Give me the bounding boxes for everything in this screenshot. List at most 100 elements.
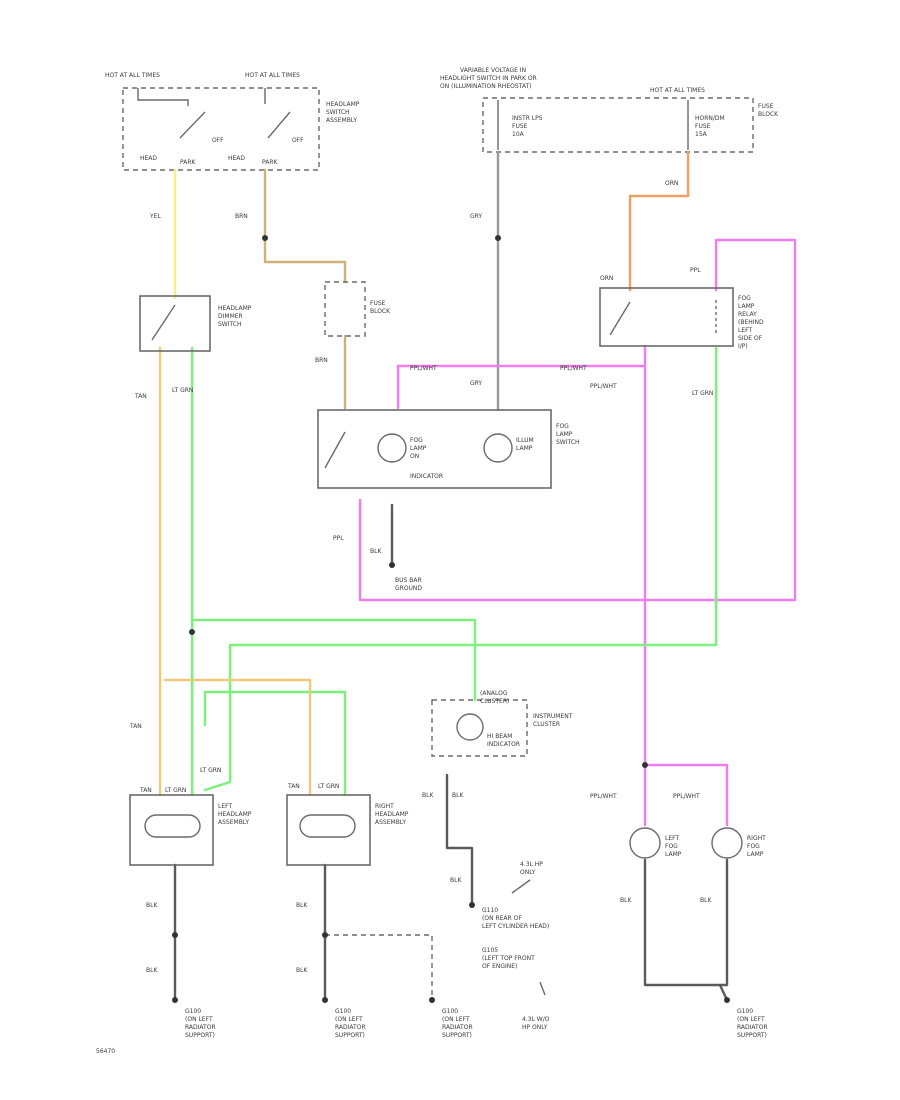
note-label: ONLY [520, 869, 536, 876]
left-fog-label: LEFT [665, 835, 679, 842]
fuse-block-label: FUSE [758, 103, 774, 110]
headlamp-switch-label: SWITCH [326, 109, 350, 116]
hi-beam-label: INDICATOR [487, 741, 520, 748]
fog-relay-label: I/P) [738, 343, 748, 350]
headlamp-switch-label: ASSEMBLY [326, 117, 357, 124]
wire-label: GRY [470, 213, 482, 220]
ground-label: RADIATOR [335, 1024, 366, 1031]
brn-wire [263, 168, 347, 284]
instr-fuse-label: 10A [512, 131, 525, 138]
dimmer-label: DIMMER [218, 313, 243, 320]
analog-cluster-label: (ANALOG [480, 690, 508, 697]
instrument-cluster: (ANALOG CLUSTER) HI BEAM INDICATOR INSTR… [431, 690, 573, 757]
illum-label: ILLUM [516, 437, 534, 444]
wire-label: TAN [287, 783, 300, 790]
wire-label: PPL/WHT [560, 365, 587, 372]
fog-switch-label: LAMP [556, 431, 573, 438]
ground-label: RADIATOR [737, 1024, 768, 1031]
dimmer-label: SWITCH [218, 321, 242, 328]
wire-label: ORN [600, 275, 613, 282]
ground-label: SUPPORT) [335, 1032, 365, 1039]
wire-label: LT GRN [200, 767, 221, 774]
hi-beam-bulb [456, 713, 484, 741]
fog-lamp-switch: FOG LAMP ON INDICATOR ILLUM LAMP FOG LAM… [317, 409, 580, 592]
ground-label: OF ENGINE) [482, 963, 517, 970]
wire-label: PPL/WHT [590, 793, 617, 800]
right-fog-bulb [711, 827, 743, 859]
dashed-ground-wire [325, 934, 433, 1000]
wire-label: BLK [620, 897, 632, 904]
ground-label: G100 [335, 1008, 351, 1015]
wire-label: BLK [146, 967, 158, 974]
splice-dot [322, 932, 328, 938]
fuse-block-box [482, 97, 754, 153]
wires [158, 150, 797, 1002]
wire-label: BLK [370, 548, 382, 555]
ground-label: (LEFT TOP FRONT [482, 955, 535, 962]
right-fog-label: RIGHT [747, 835, 766, 842]
fog-switch-blade [324, 431, 346, 469]
ground-label: (ON LEFT [185, 1016, 213, 1023]
splice-dot [262, 235, 268, 241]
dimmer-box [139, 295, 211, 352]
fog-relay-label: RELAY [738, 311, 757, 318]
fog-indicator-label: LAMP [410, 445, 427, 452]
instr-fuse-label: INSTR LPS [512, 115, 543, 122]
lt-grn-headlamp-wire [190, 690, 347, 797]
ground-label: (ON LEFT [442, 1016, 470, 1023]
left-fog-bulb [629, 827, 661, 859]
wire-label: LT GRN [692, 390, 713, 397]
splice-dot [495, 235, 501, 241]
fog-switch-label: FOG [556, 423, 569, 430]
tan-right-wire [163, 678, 312, 797]
right-headlamp-label: RIGHT [375, 803, 394, 810]
bus-bar-label: BUS BAR [395, 577, 422, 584]
instr-fuse-label: FUSE [512, 123, 528, 130]
splice-dot [172, 997, 178, 1003]
cluster-label: CLUSTER [533, 721, 560, 728]
head-label: HEAD [228, 155, 245, 162]
ground-label: G100 [737, 1008, 753, 1015]
park-label: PARK [180, 159, 197, 166]
splice-dot [322, 997, 328, 1003]
horn-fuse-label: HORN/DM [695, 115, 725, 122]
fog-relay: FOG LAMP RELAY (BEHIND LEFT SIDE OF I/P) [599, 287, 764, 350]
analog-cluster-label: CLUSTER) [480, 698, 509, 705]
note-label: 4.3L W/O [522, 1016, 550, 1023]
wire-label: YEL [149, 213, 161, 220]
lt-grn-cluster-wire [190, 618, 477, 702]
ground-label: G100 [185, 1008, 201, 1015]
note-label: 4.3L HP [520, 861, 543, 868]
variable-voltage-label: HEADLIGHT SWITCH IN PARK OR [440, 75, 537, 82]
illum-bulb [483, 433, 513, 463]
ground-label: RADIATOR [185, 1024, 216, 1031]
relay-blade [609, 301, 631, 336]
wire-label: LT GRN [165, 787, 186, 794]
fog-relay-label: LAMP [738, 303, 755, 310]
left-headlamp-label: ASSEMBLY [218, 819, 249, 826]
fuse-block-mid: FUSE BLOCK [324, 281, 391, 337]
fog-switch-label: SWITCH [556, 439, 580, 446]
splice-dot [389, 562, 395, 568]
cluster-box [431, 699, 528, 757]
wire-label: PPL/WHT [410, 365, 437, 372]
right-fog-label: FOG [747, 843, 760, 850]
switch-feed-lines [137, 88, 266, 106]
fog-indicator-label: FOG [410, 437, 423, 444]
horn-fuse-label: 15A [695, 131, 708, 138]
headlamp-switch-box [122, 87, 320, 171]
ground-label: SUPPORT) [185, 1032, 215, 1039]
variable-voltage-label: ON (ILLUMINATION RHEOSTAT) [440, 83, 531, 90]
head-label: HEAD [140, 155, 157, 162]
headlamp-switch-label: HEADLAMP [326, 101, 360, 108]
bus-bar-label: GROUND [395, 585, 422, 592]
hot-left-label: HOT AT ALL TIMES [105, 72, 160, 79]
dimmer-blade [151, 304, 176, 341]
hot-right-label: HOT AT ALL TIMES [245, 72, 300, 79]
left-fog-label: LAMP [665, 851, 682, 858]
lt-grn-relay-wire [203, 346, 718, 792]
fuse-block-mid-label: BLOCK [370, 308, 391, 315]
splice-dot [642, 762, 648, 768]
switch-blades [179, 111, 291, 139]
dimmer-label: HEADLAMP [218, 305, 252, 312]
